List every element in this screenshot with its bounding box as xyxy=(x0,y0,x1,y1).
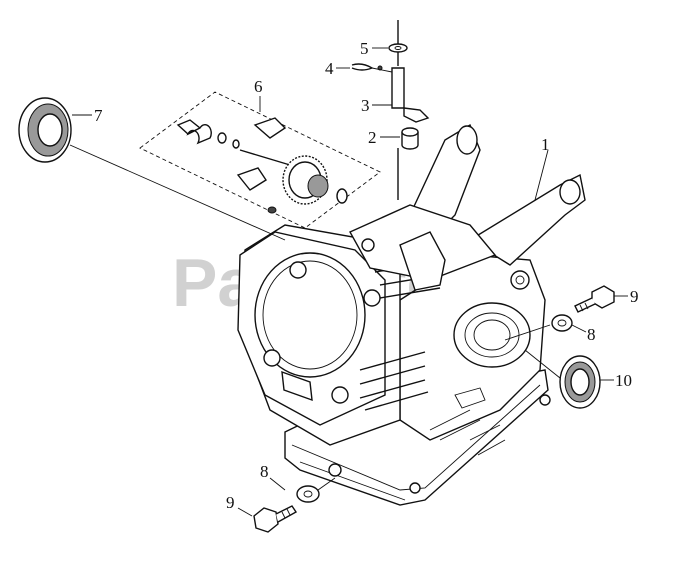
callout-6: 6 xyxy=(254,77,263,96)
callout-3: 3 xyxy=(361,96,370,115)
callout-9-right: 9 xyxy=(630,287,639,306)
part-governor-shaft[interactable] xyxy=(391,20,430,200)
part-washer-bottom[interactable] xyxy=(296,477,336,503)
part-crankcase[interactable] xyxy=(237,123,586,506)
callout-7: 7 xyxy=(94,106,103,125)
part-spacer[interactable] xyxy=(401,127,419,150)
callout-10: 10 xyxy=(615,371,632,390)
callout-5: 5 xyxy=(360,39,369,58)
part-oil-seal-right[interactable] xyxy=(524,349,601,409)
part-oil-seal-left[interactable] xyxy=(18,97,286,241)
callout-9-bottom: 9 xyxy=(226,493,235,512)
part-washer-top[interactable] xyxy=(388,43,408,53)
part-governor-assembly[interactable] xyxy=(139,91,381,229)
part-bolt-bottom[interactable] xyxy=(253,505,298,533)
callout-4: 4 xyxy=(325,59,334,78)
callout-1: 1 xyxy=(541,135,550,154)
leader-lines xyxy=(72,47,628,517)
part-pin[interactable] xyxy=(351,63,393,73)
callout-8-right: 8 xyxy=(587,325,596,344)
callout-2: 2 xyxy=(368,128,377,147)
part-bolt-right[interactable] xyxy=(574,285,615,313)
part-washer-right[interactable] xyxy=(504,314,573,341)
callout-8-bottom: 8 xyxy=(260,462,269,481)
